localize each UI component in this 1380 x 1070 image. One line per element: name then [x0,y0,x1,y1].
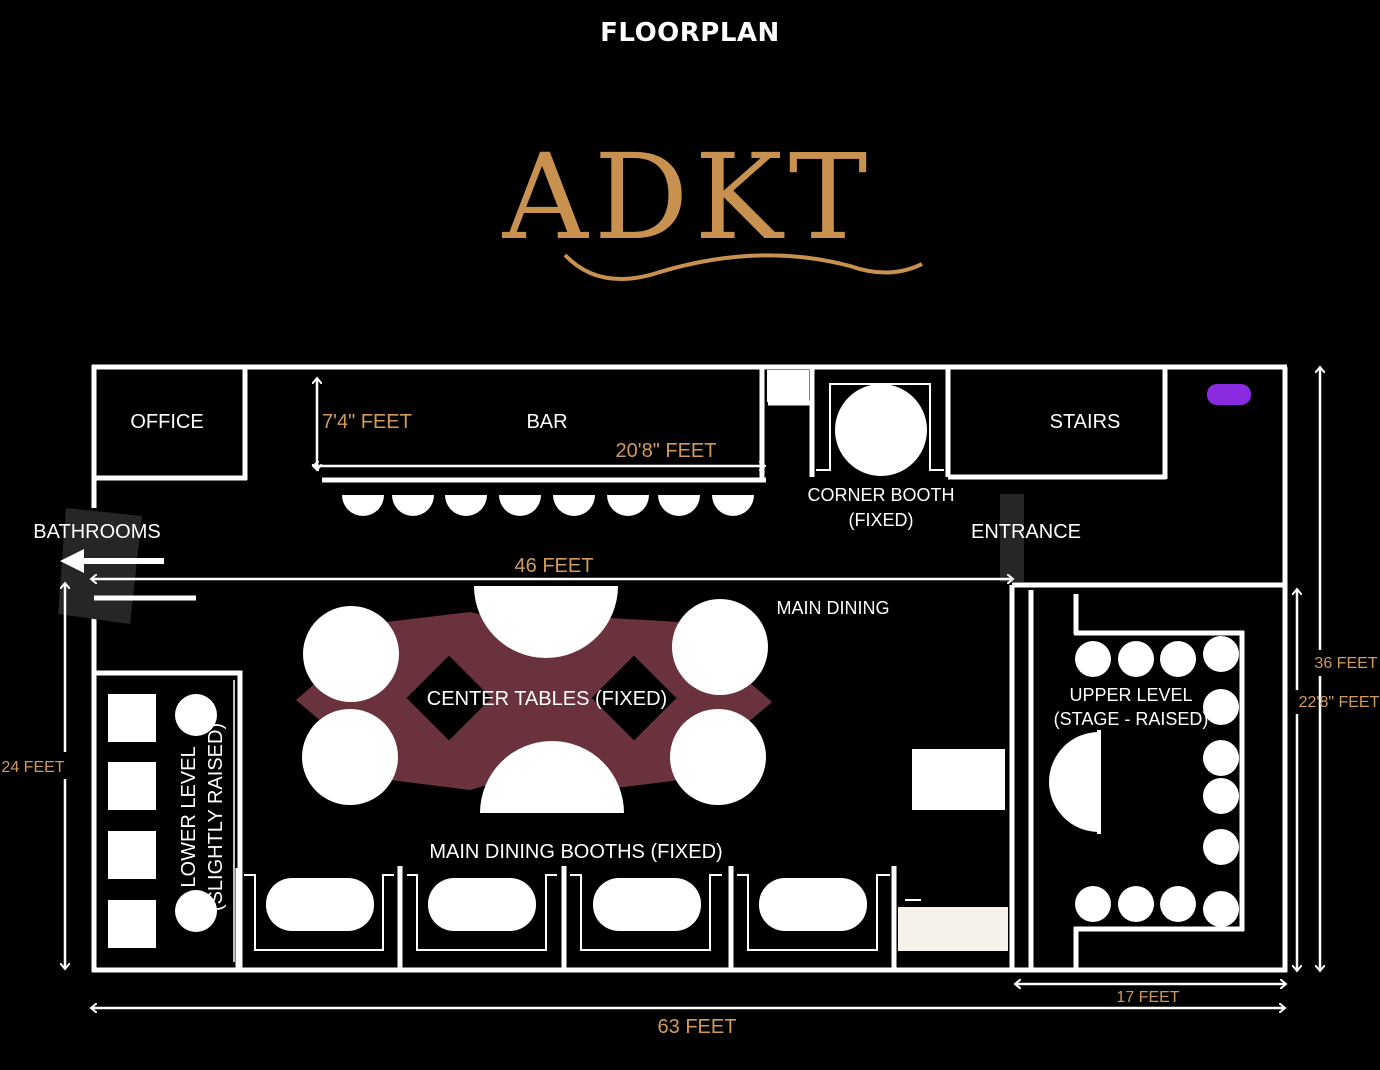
bar-stools [342,495,754,516]
dining-depth-dimension: 24 FEET [1,759,64,776]
bar-service-block [767,370,809,402]
logo-text: ADKT [502,128,874,266]
main-dining-label: MAIN DINING [776,598,889,618]
bar-length-dimension: 20'8" FEET [616,440,717,462]
stairs-label: STAIRS [1050,411,1121,433]
center-tables [296,586,772,813]
bar-label: BAR [526,411,567,433]
service-station [912,749,1005,810]
page-title: FLOORPLAN [600,18,780,48]
outer-walls [91,364,1288,973]
bathrooms-indicator [58,508,196,624]
host-stand [898,907,1008,951]
total-depth-dimension: 36 FEET [1314,655,1377,672]
adkt-logo: ADKT [502,128,923,282]
office-label: OFFICE [130,411,203,433]
dining-width-dimension: 46 FEET [515,555,594,577]
stage-depth-dimension: 22'8" FEET [1299,694,1380,711]
corner-booth-sublabel: (FIXED) [849,510,914,530]
corner-booth [816,383,944,476]
entrance-door [1000,494,1024,582]
total-width-dimension: 63 FEET [658,1016,737,1038]
top-rooms [94,367,1168,483]
dimension-lines [65,368,1320,1008]
lower-level-label: LOWER LEVEL [178,746,200,887]
lower-level-sublabel: (SLIGHTLY RAISED) [205,723,227,911]
entrance-label: ENTRANCE [971,521,1081,543]
logo-swash [563,253,923,282]
main-dining-booths [235,866,897,970]
upper-level-label: UPPER LEVEL [1069,685,1192,705]
main-dining-booths-label: MAIN DINING BOOTHS (FIXED) [429,841,722,863]
corner-booth-label: CORNER BOOTH [807,485,954,505]
center-rug [296,612,772,790]
stage-seating [1049,636,1239,927]
upper-level-sublabel: (STAGE - RAISED) [1054,709,1209,729]
stage-walls [1009,582,1287,972]
bathrooms-label: BATHROOMS [33,521,160,543]
purple-marker [1207,384,1251,405]
bar-height-dimension: 7'4" FEET [322,411,412,433]
stage-width-dimension: 17 FEET [1116,989,1179,1006]
center-tables-label: CENTER TABLES (FIXED) [427,688,667,710]
